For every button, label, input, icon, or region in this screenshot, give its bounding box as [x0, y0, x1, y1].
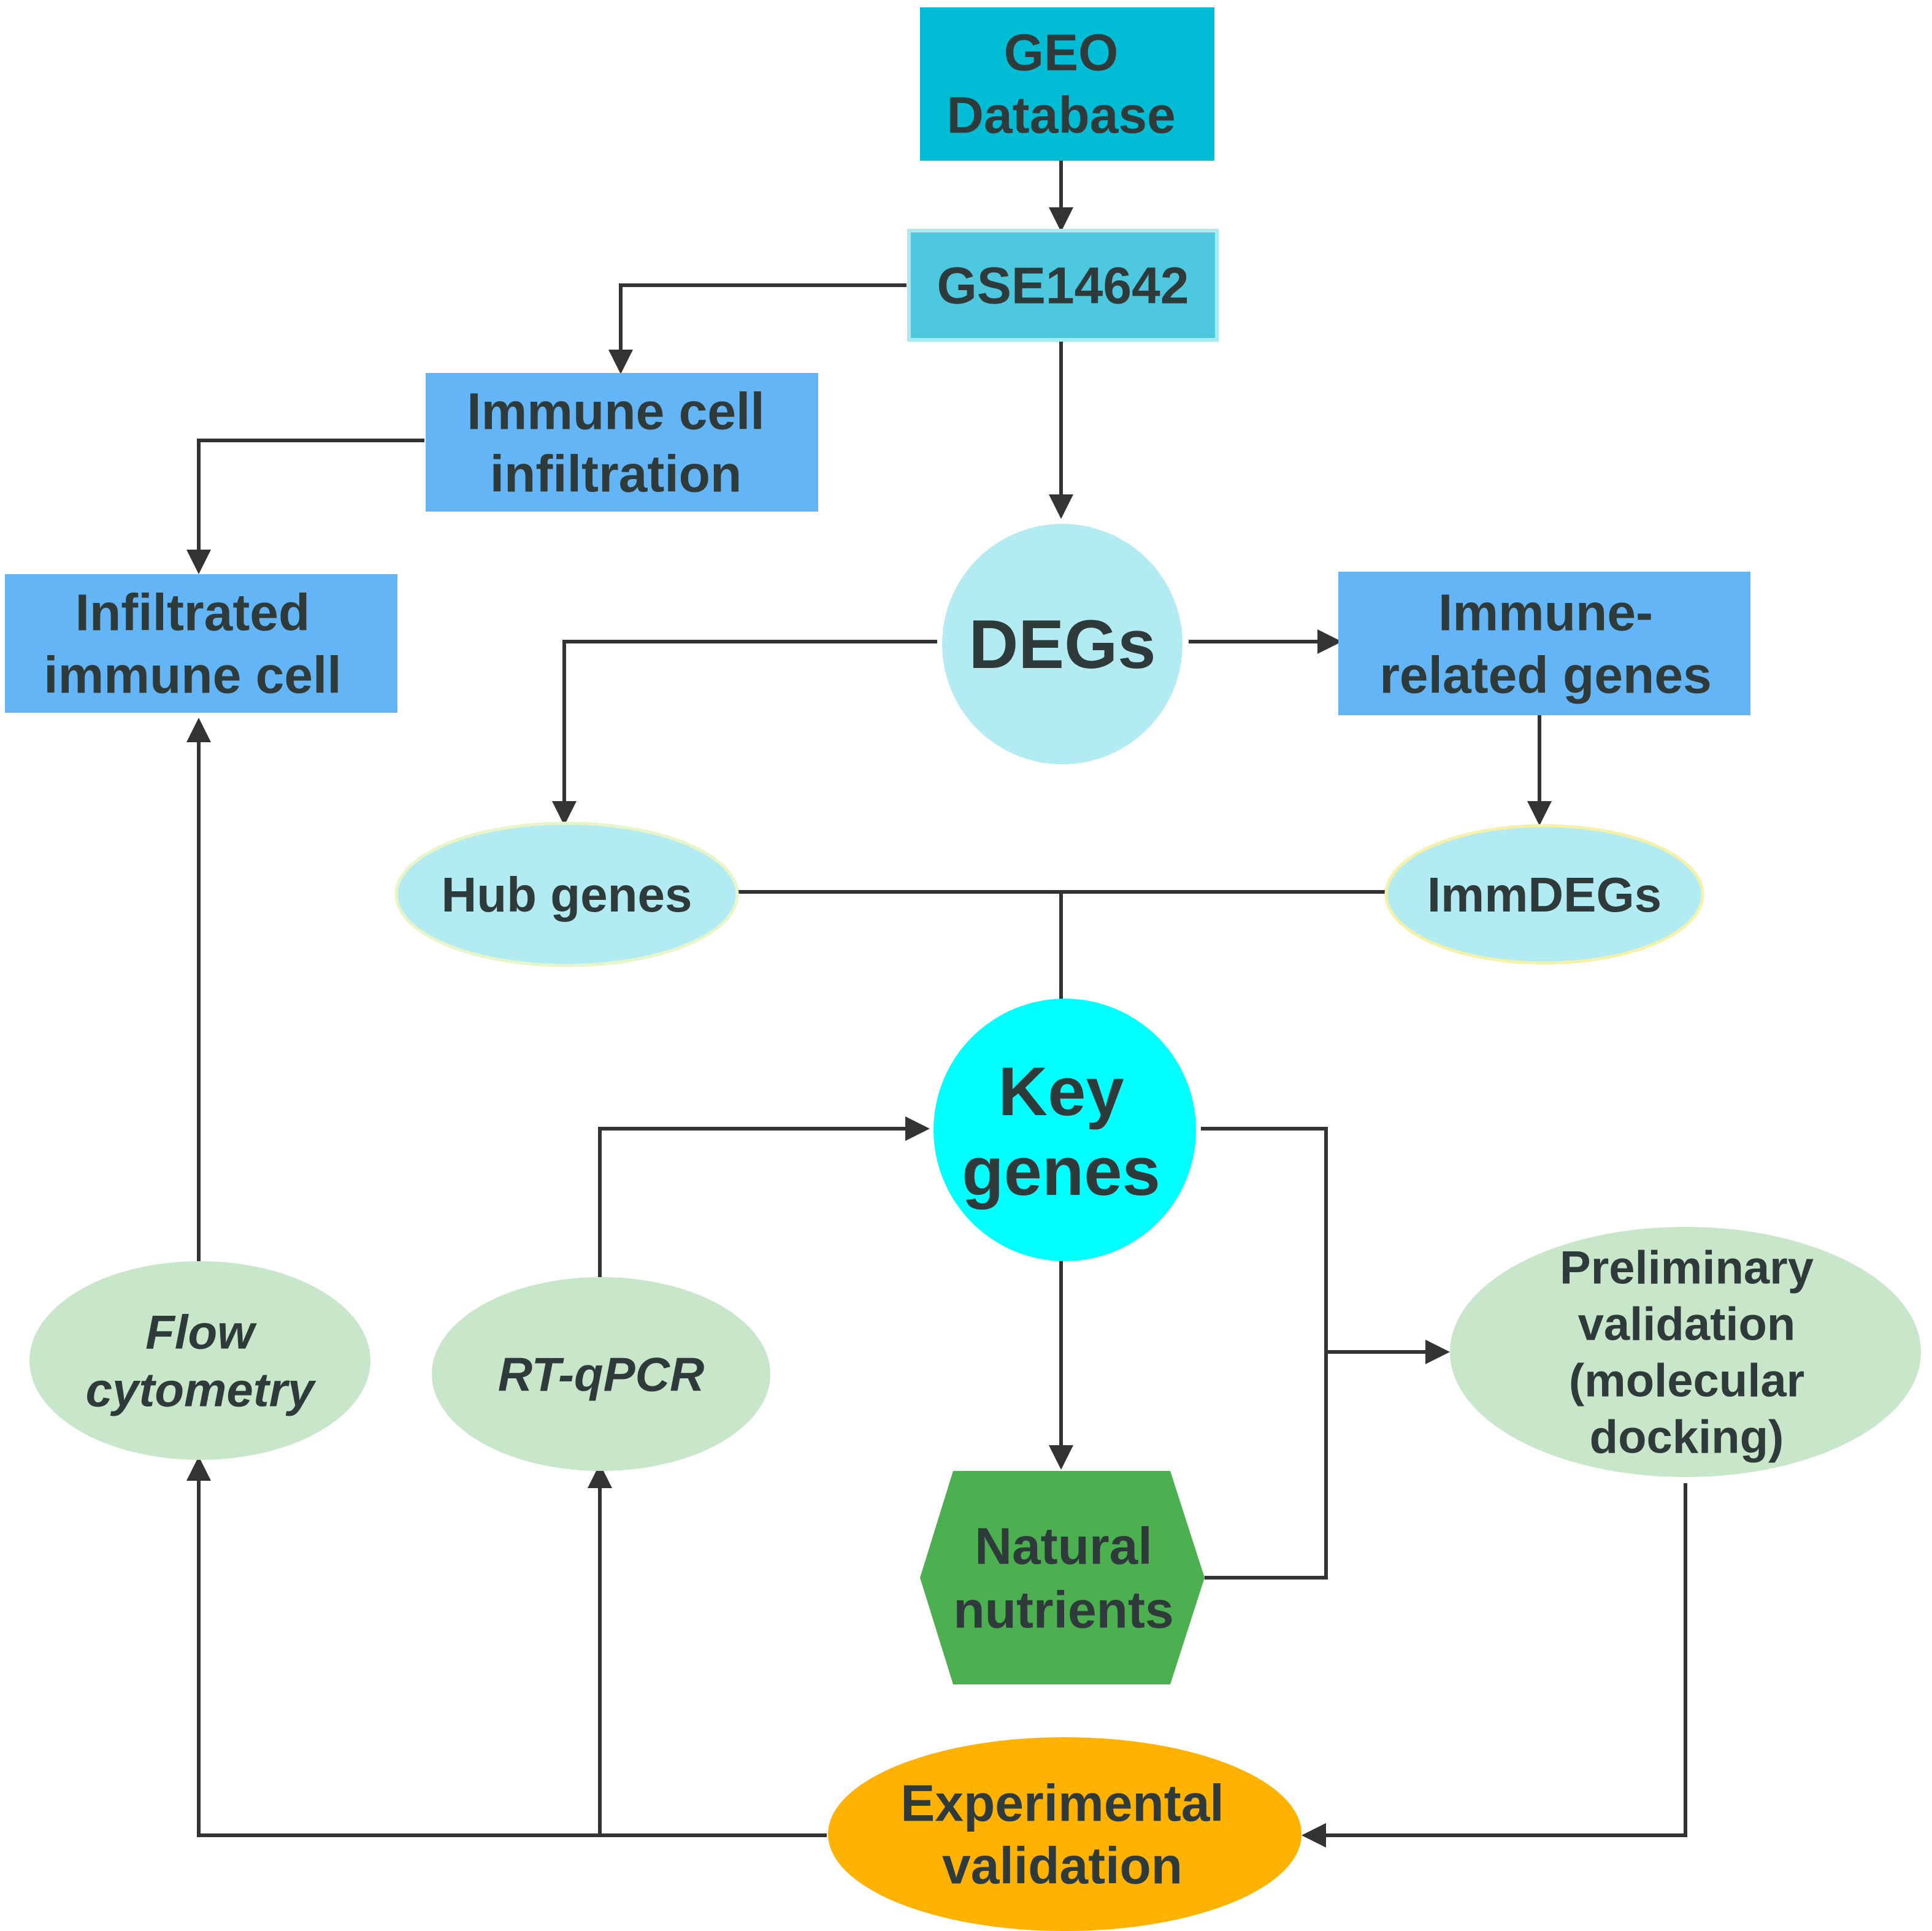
- label-line: RT-qPCR: [498, 1347, 705, 1401]
- arrowhead-degs-to-immune-related-genes: [1317, 629, 1342, 654]
- infiltrated-immune-cell-box: [5, 574, 397, 713]
- label-line: Infiltrated: [75, 583, 310, 641]
- edge-rtqpcr-to-key-genes: [598, 1127, 913, 1277]
- arrowhead-gse-to-immune-cell-infiltration: [608, 350, 633, 374]
- label-line: Hub genes: [442, 867, 692, 922]
- edge-infiltration-to-infiltrated: [197, 439, 424, 557]
- label-line: Experimental: [900, 1774, 1224, 1832]
- arrowhead-junction-to-preliminary: [1425, 1340, 1450, 1364]
- edges: [186, 161, 1687, 1848]
- node-gse14642: GSE14642: [907, 229, 1219, 342]
- preliminary-validation-ellipse: [1450, 1227, 1921, 1477]
- label-line: infiltration: [490, 445, 742, 502]
- label-line: Natural: [975, 1517, 1152, 1575]
- arrowhead-preliminary-to-experimental: [1301, 1823, 1326, 1848]
- node-hub-genes: Hub genes: [394, 821, 739, 967]
- label-line: Flow: [145, 1305, 257, 1359]
- node-natural-nutrients: Natural nutrients: [920, 1471, 1205, 1684]
- label-line: Database: [946, 86, 1176, 144]
- label-line: GEO: [1004, 23, 1119, 81]
- gse14642-box: [907, 229, 1219, 342]
- label-line: related genes: [1379, 646, 1712, 704]
- label-line: genes: [962, 1133, 1160, 1210]
- label-line: DEGs: [969, 606, 1156, 683]
- arrowhead-infiltration-to-infiltrated: [186, 550, 211, 574]
- arrowhead-degs-to-hub-genes: [552, 801, 577, 826]
- arrowhead-geo-to-gse: [1049, 207, 1073, 232]
- natural-nutrients-label: Natural nutrients: [953, 1517, 1173, 1638]
- immune-cell-infiltration-box: [426, 373, 818, 512]
- arrowhead-key-genes-to-natural-nutrients: [1049, 1445, 1073, 1470]
- immdegs-ellipse: [1384, 824, 1704, 965]
- label-line: validation: [942, 1837, 1183, 1894]
- hub-genes-label: Hub genes: [442, 867, 692, 922]
- gse14642-label: GSE14642: [937, 256, 1189, 314]
- node-rt-qpcr: RT-qPCR: [432, 1277, 770, 1471]
- immune-related-genes-label: Immune-related genes: [1379, 583, 1712, 704]
- label-line: Key: [998, 1053, 1124, 1130]
- rt-qpcr-ellipse: [432, 1277, 770, 1471]
- label-line: ImmDEGs: [1427, 867, 1662, 922]
- label-line: (molecular: [1569, 1355, 1804, 1407]
- label-line: immune cell: [44, 646, 342, 704]
- immdegs-label: ImmDEGs: [1427, 867, 1662, 922]
- label-line: nutrients: [953, 1581, 1173, 1638]
- arrowhead-gse-to-degs: [1049, 494, 1073, 519]
- rt-qpcr-label: RT-qPCR: [498, 1347, 705, 1401]
- natural-nutrients-hexagon: [920, 1471, 1205, 1684]
- label-line: Immune-: [1438, 583, 1653, 641]
- edge-preliminary-to-experimental: [1319, 1483, 1687, 1837]
- degs-circle: [942, 524, 1183, 764]
- arrowhead-rtqpcr-to-key-genes: [905, 1116, 930, 1141]
- edge-key-genes-to-junction: [1201, 1127, 1328, 1580]
- geo-database-box: [920, 7, 1214, 161]
- arrowhead-immune-related-to-immdegs: [1527, 801, 1552, 826]
- label-line: cytometry: [86, 1362, 316, 1416]
- node-immdegs: ImmDEGs: [1384, 824, 1704, 965]
- edge-degs-to-hub-genes: [562, 640, 937, 808]
- hub-genes-ellipse: [394, 821, 739, 967]
- label-line: Preliminary: [1560, 1242, 1814, 1294]
- node-degs: DEGs: [942, 524, 1183, 764]
- flow-cytometry-ellipse: [29, 1261, 370, 1460]
- key-genes-circle: [933, 999, 1196, 1261]
- node-immune-related-genes: Immune-related genes: [1338, 572, 1750, 715]
- arrowhead-experimental-to-rtqpcr: [588, 1464, 612, 1488]
- label-line: Immune cell: [467, 382, 765, 440]
- label-line: validation: [1578, 1299, 1796, 1351]
- label-line: docking): [1590, 1411, 1784, 1464]
- degs-label: DEGs: [969, 606, 1156, 683]
- immune-related-genes-box: [1338, 572, 1750, 715]
- experimental-validation-ellipse: [828, 1737, 1301, 1931]
- edge-gse-to-immune-cell-infiltration: [619, 283, 907, 357]
- arrowhead-flow-to-infiltrated: [186, 718, 211, 742]
- arrowhead-experimental-to-flow: [186, 1456, 211, 1481]
- edge-experimental-to-left: [197, 1472, 827, 1837]
- label-line: GSE14642: [937, 256, 1189, 314]
